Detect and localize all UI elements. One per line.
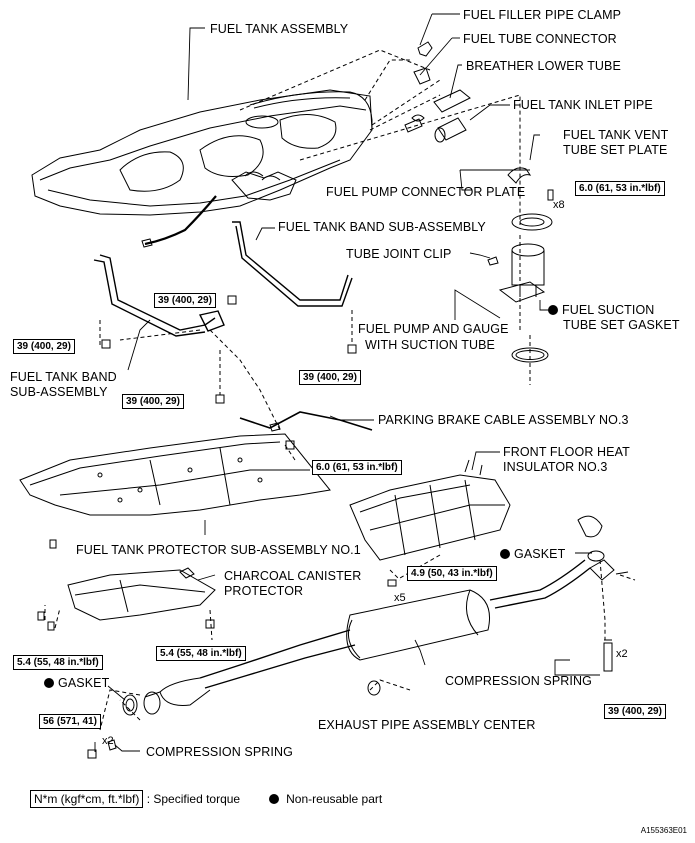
torque-exhaust-left: 56 (571, 41): [39, 714, 101, 729]
label-front-floor-heat-line1: FRONT FLOOR HEAT: [503, 445, 630, 459]
label-compression-spring-right: COMPRESSION SPRING: [445, 674, 592, 688]
fuel-pump-drawing: [487, 243, 549, 363]
legend-dot-icon: [268, 794, 279, 804]
label-gasket-right: GASKET: [500, 547, 565, 561]
label-fuel-tank-vent-line2: TUBE SET PLATE: [563, 143, 668, 157]
bolts-drawing: [87, 295, 613, 759]
label-front-floor-heat-line2: INSULATOR NO.3: [503, 460, 608, 474]
torque-exhaust-right: 39 (400, 29): [604, 704, 666, 719]
torque-vent-plate: 6.0 (61, 53 in.*lbf): [575, 181, 665, 196]
label-fuel-tank-band-left-line2: SUB-ASSEMBLY: [10, 385, 108, 399]
label-fuel-suction-gasket-line1: FUEL SUCTION: [548, 303, 654, 317]
label-fuel-tank-assembly: FUEL TANK ASSEMBLY: [210, 22, 349, 36]
non-reusable-dot-icon: [44, 678, 54, 688]
label-fuel-filler-pipe-clamp: FUEL FILLER PIPE CLAMP: [463, 8, 622, 22]
parking-brake-cable-drawing: [239, 411, 373, 431]
torque-band-right: 39 (400, 29): [299, 370, 361, 385]
legend-torque-text: : Specified torque: [146, 792, 241, 806]
label-fuel-pump-connector-plate: FUEL PUMP CONNECTOR PLATE: [326, 185, 526, 199]
fuel-suction-text: FUEL SUCTION: [562, 303, 655, 317]
legend-nonreusable-text: Non-reusable part: [286, 792, 383, 806]
gasket-right-text: GASKET: [514, 547, 566, 561]
label-fuel-tank-vent-line1: FUEL TANK VENT: [563, 128, 669, 142]
non-reusable-dot-icon: [548, 305, 558, 315]
label-exhaust-pipe-center: EXHAUST PIPE ASSEMBLY CENTER: [318, 718, 536, 732]
label-fuel-tank-band-top: FUEL TANK BAND SUB-ASSEMBLY: [278, 220, 486, 234]
quantity-x8: x8: [553, 199, 565, 211]
torque-band-top: 39 (400, 29): [154, 293, 216, 308]
label-fuel-tube-connector: FUEL TUBE CONNECTOR: [463, 32, 617, 46]
label-tube-joint-clip: TUBE JOINT CLIP: [346, 247, 452, 261]
label-fuel-tank-inlet-pipe: FUEL TANK INLET PIPE: [513, 98, 653, 112]
label-fuel-tank-protector: FUEL TANK PROTECTOR SUB-ASSEMBLY NO.1: [76, 543, 361, 557]
label-gasket-left: GASKET: [44, 676, 109, 690]
fuel-tank-assembly-drawing: [31, 89, 373, 248]
quantity-x5: x5: [394, 592, 406, 604]
fuel-tank-bands-drawing: [93, 221, 353, 337]
label-compression-spring-left: COMPRESSION SPRING: [146, 745, 293, 759]
legend: N*m (kgf*cm, ft.*lbf) : Specified torque…: [30, 790, 383, 808]
legend-torque-box: N*m (kgf*cm, ft.*lbf): [30, 790, 144, 808]
exhaust-pipe-drawing: [107, 515, 629, 751]
label-charcoal-canister-line2: PROTECTOR: [224, 584, 304, 598]
torque-parking-cable: 6.0 (61, 53 in.*lbf): [312, 460, 402, 475]
torque-heat-insulator: 4.9 (50, 43 in.*lbf): [407, 566, 497, 581]
torque-canister-right: 5.4 (55, 48 in.*lbf): [156, 646, 246, 661]
label-breather-lower-tube: BREATHER LOWER TUBE: [466, 59, 621, 73]
label-parking-brake-cable: PARKING BRAKE CABLE ASSEMBLY NO.3: [378, 413, 629, 427]
cable-clip-drawing: [269, 422, 281, 432]
torque-canister-left: 5.4 (55, 48 in.*lbf): [13, 655, 103, 670]
torque-band-left: 39 (400, 29): [13, 339, 75, 354]
label-fuel-pump-gauge-line2: WITH SUCTION TUBE: [365, 338, 495, 352]
label-charcoal-canister-line1: CHARCOAL CANISTER: [224, 569, 362, 583]
quantity-x2-left: x2: [102, 735, 114, 747]
fuel-tank-protector-drawing: [19, 433, 331, 549]
label-fuel-pump-gauge-line1: FUEL PUMP AND GAUGE: [358, 322, 509, 336]
figure-code: A155363E01: [640, 826, 687, 835]
charcoal-canister-protector-drawing: [37, 567, 216, 631]
torque-band-bottom: 39 (400, 29): [122, 394, 184, 409]
label-fuel-tank-band-left-line1: FUEL TANK BAND: [10, 370, 117, 384]
gasket-left-text: GASKET: [58, 676, 110, 690]
heat-insulator-drawing: [349, 459, 511, 561]
non-reusable-dot-icon: [500, 549, 510, 559]
leader-lines: [94, 13, 600, 752]
quantity-x2-right: x2: [616, 648, 628, 660]
label-fuel-suction-gasket-line2: TUBE SET GASKET: [563, 318, 680, 332]
filler-parts-drawing: [404, 41, 471, 143]
